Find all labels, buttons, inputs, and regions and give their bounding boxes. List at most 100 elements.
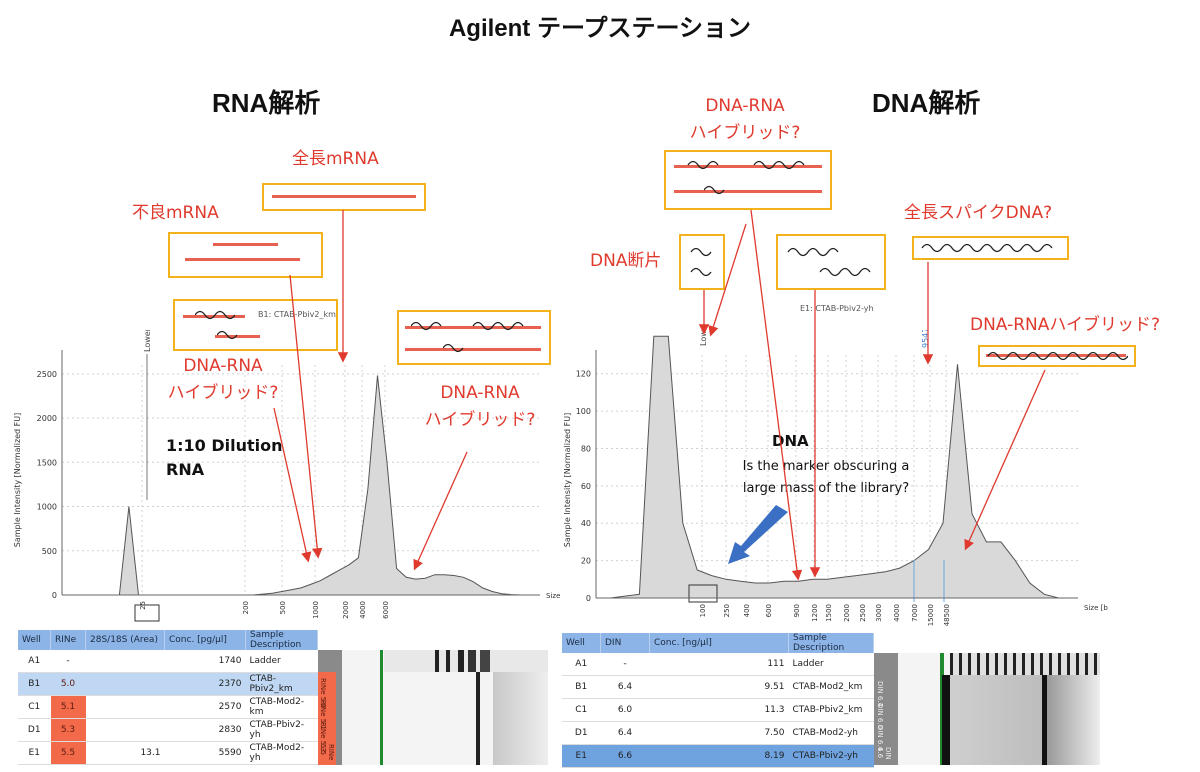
dna-sample-table: Well DIN Conc. [ng/µl] Sample Descriptio…	[562, 633, 874, 768]
y-tick-label: 80	[581, 444, 591, 453]
y-tick-label: 1500	[37, 458, 57, 467]
page-title: Agilent テープステーション	[448, 15, 752, 42]
x-axis-label: Size [bp]	[1084, 604, 1108, 612]
y-axis-label: Sample Intensity [Normalized FU]	[13, 413, 22, 548]
dna-wave-icon	[443, 343, 464, 353]
col-header: Conc. [ng/µl]	[649, 633, 789, 653]
x-tick-label: 100	[699, 604, 707, 617]
y-tick-label: 2500	[37, 370, 57, 379]
marker-box	[134, 604, 160, 622]
x-tick-label: 1500	[825, 604, 833, 622]
rna-gel-image: RINe 5.0 RINe 5.1 RINe 5.3 RINe 5.5	[318, 650, 548, 765]
rin-tag: RINe 5.3	[319, 722, 327, 752]
x-tick-label: 400	[743, 604, 751, 617]
dna-wave-icon	[787, 247, 871, 277]
x-tick-label: 500	[279, 601, 287, 614]
x-tick-label: 900	[793, 604, 801, 617]
rna-sample-table: Well RINe 28S/18S (Area) Conc. [pg/µl] S…	[18, 630, 318, 765]
dna-wave-icon	[921, 243, 1053, 253]
dna-section-title: DNA解析	[872, 88, 981, 118]
rna-sample-label: B1: CTAB-Pbiv2_km	[258, 310, 336, 319]
dna-hybrid-label-right: DNA-RNAハイブリッド?	[970, 315, 1161, 335]
dna-wave-icon	[987, 351, 1128, 361]
rna-hybrid-box-right	[397, 310, 551, 365]
x-tick-label: 7000	[911, 604, 919, 622]
col-header: Sample Description	[788, 633, 874, 653]
lower-marker-label: Lower	[699, 330, 708, 346]
x-axis-label: Size [nt]	[546, 592, 560, 600]
col-header: Well	[562, 633, 601, 653]
peak-size-label: 9547	[921, 330, 930, 348]
y-tick-label: 40	[581, 519, 591, 528]
rin-tag: RINe 5.0	[319, 678, 327, 708]
dna-fragment-label: DNA断片	[590, 251, 662, 271]
blue-pointer-arrow	[728, 505, 788, 564]
y-tick-label: 2000	[37, 414, 57, 423]
dna-wave-icon	[690, 247, 712, 277]
dna-hybrid-box-right	[978, 345, 1136, 367]
dna-fragment-box	[679, 234, 725, 290]
col-header: Sample Description	[245, 630, 318, 650]
dna-strands-box	[776, 234, 886, 290]
col-header: Conc. [pg/µl]	[164, 630, 246, 650]
din-tag: DIN 6.4	[876, 725, 884, 752]
lower-marker-label: Lower	[143, 330, 152, 352]
x-tick-label: 2000	[342, 601, 350, 619]
x-tick-label: 25	[139, 601, 147, 610]
marker-box	[688, 584, 718, 603]
x-tick-label: 1200	[811, 604, 819, 622]
x-tick-label: 4000	[359, 601, 367, 619]
y-tick-label: 60	[581, 482, 591, 491]
y-tick-label: 0	[52, 591, 57, 600]
dna-sample-label-text: E1: CTAB-Pbiv2-yh	[800, 304, 874, 313]
y-tick-label: 0	[586, 594, 591, 603]
x-tick-label: 4000	[893, 604, 901, 622]
dna-wave-icon	[687, 160, 805, 170]
col-header: DIN	[600, 633, 650, 653]
y-tick-label: 20	[581, 557, 591, 566]
y-tick-label: 120	[576, 370, 591, 379]
col-header: Well	[18, 630, 51, 650]
full-mrna-label: 全長mRNA	[292, 149, 379, 169]
x-tick-label: 15000	[927, 604, 935, 626]
rna-section-title: RNA解析	[212, 88, 321, 118]
dna-hybrid-box-top	[664, 150, 832, 210]
x-tick-label: 2500	[859, 604, 867, 622]
col-header: RINe	[50, 630, 86, 650]
x-tick-label: 250	[723, 604, 731, 617]
full-spike-label: 全長スパイクDNA?	[904, 203, 1053, 223]
rin-tag: RINe 5.1	[319, 700, 327, 730]
col-header: 28S/18S (Area)	[85, 630, 165, 650]
dna-wave-icon	[195, 310, 235, 320]
dna-wave-icon	[411, 321, 524, 331]
y-tick-label: 1000	[37, 503, 57, 512]
din-tag: DIN 6.6	[876, 747, 892, 760]
dna-gel-image: DIN 6.4 DIN 6.0 DIN 6.4 DIN 6.6	[874, 653, 1100, 765]
bad-mrna-label: 不良mRNA	[132, 203, 219, 223]
x-tick-label: 600	[765, 604, 773, 617]
dna-wave-icon	[704, 185, 725, 195]
rin-tag: RINe 5.5	[319, 744, 335, 761]
din-tag: DIN 6.4	[876, 681, 884, 708]
x-tick-label: 200	[242, 601, 250, 614]
din-tag: DIN 6.0	[876, 703, 884, 730]
x-tick-label: 2000	[843, 604, 851, 622]
x-tick-label: 3000	[875, 604, 883, 622]
